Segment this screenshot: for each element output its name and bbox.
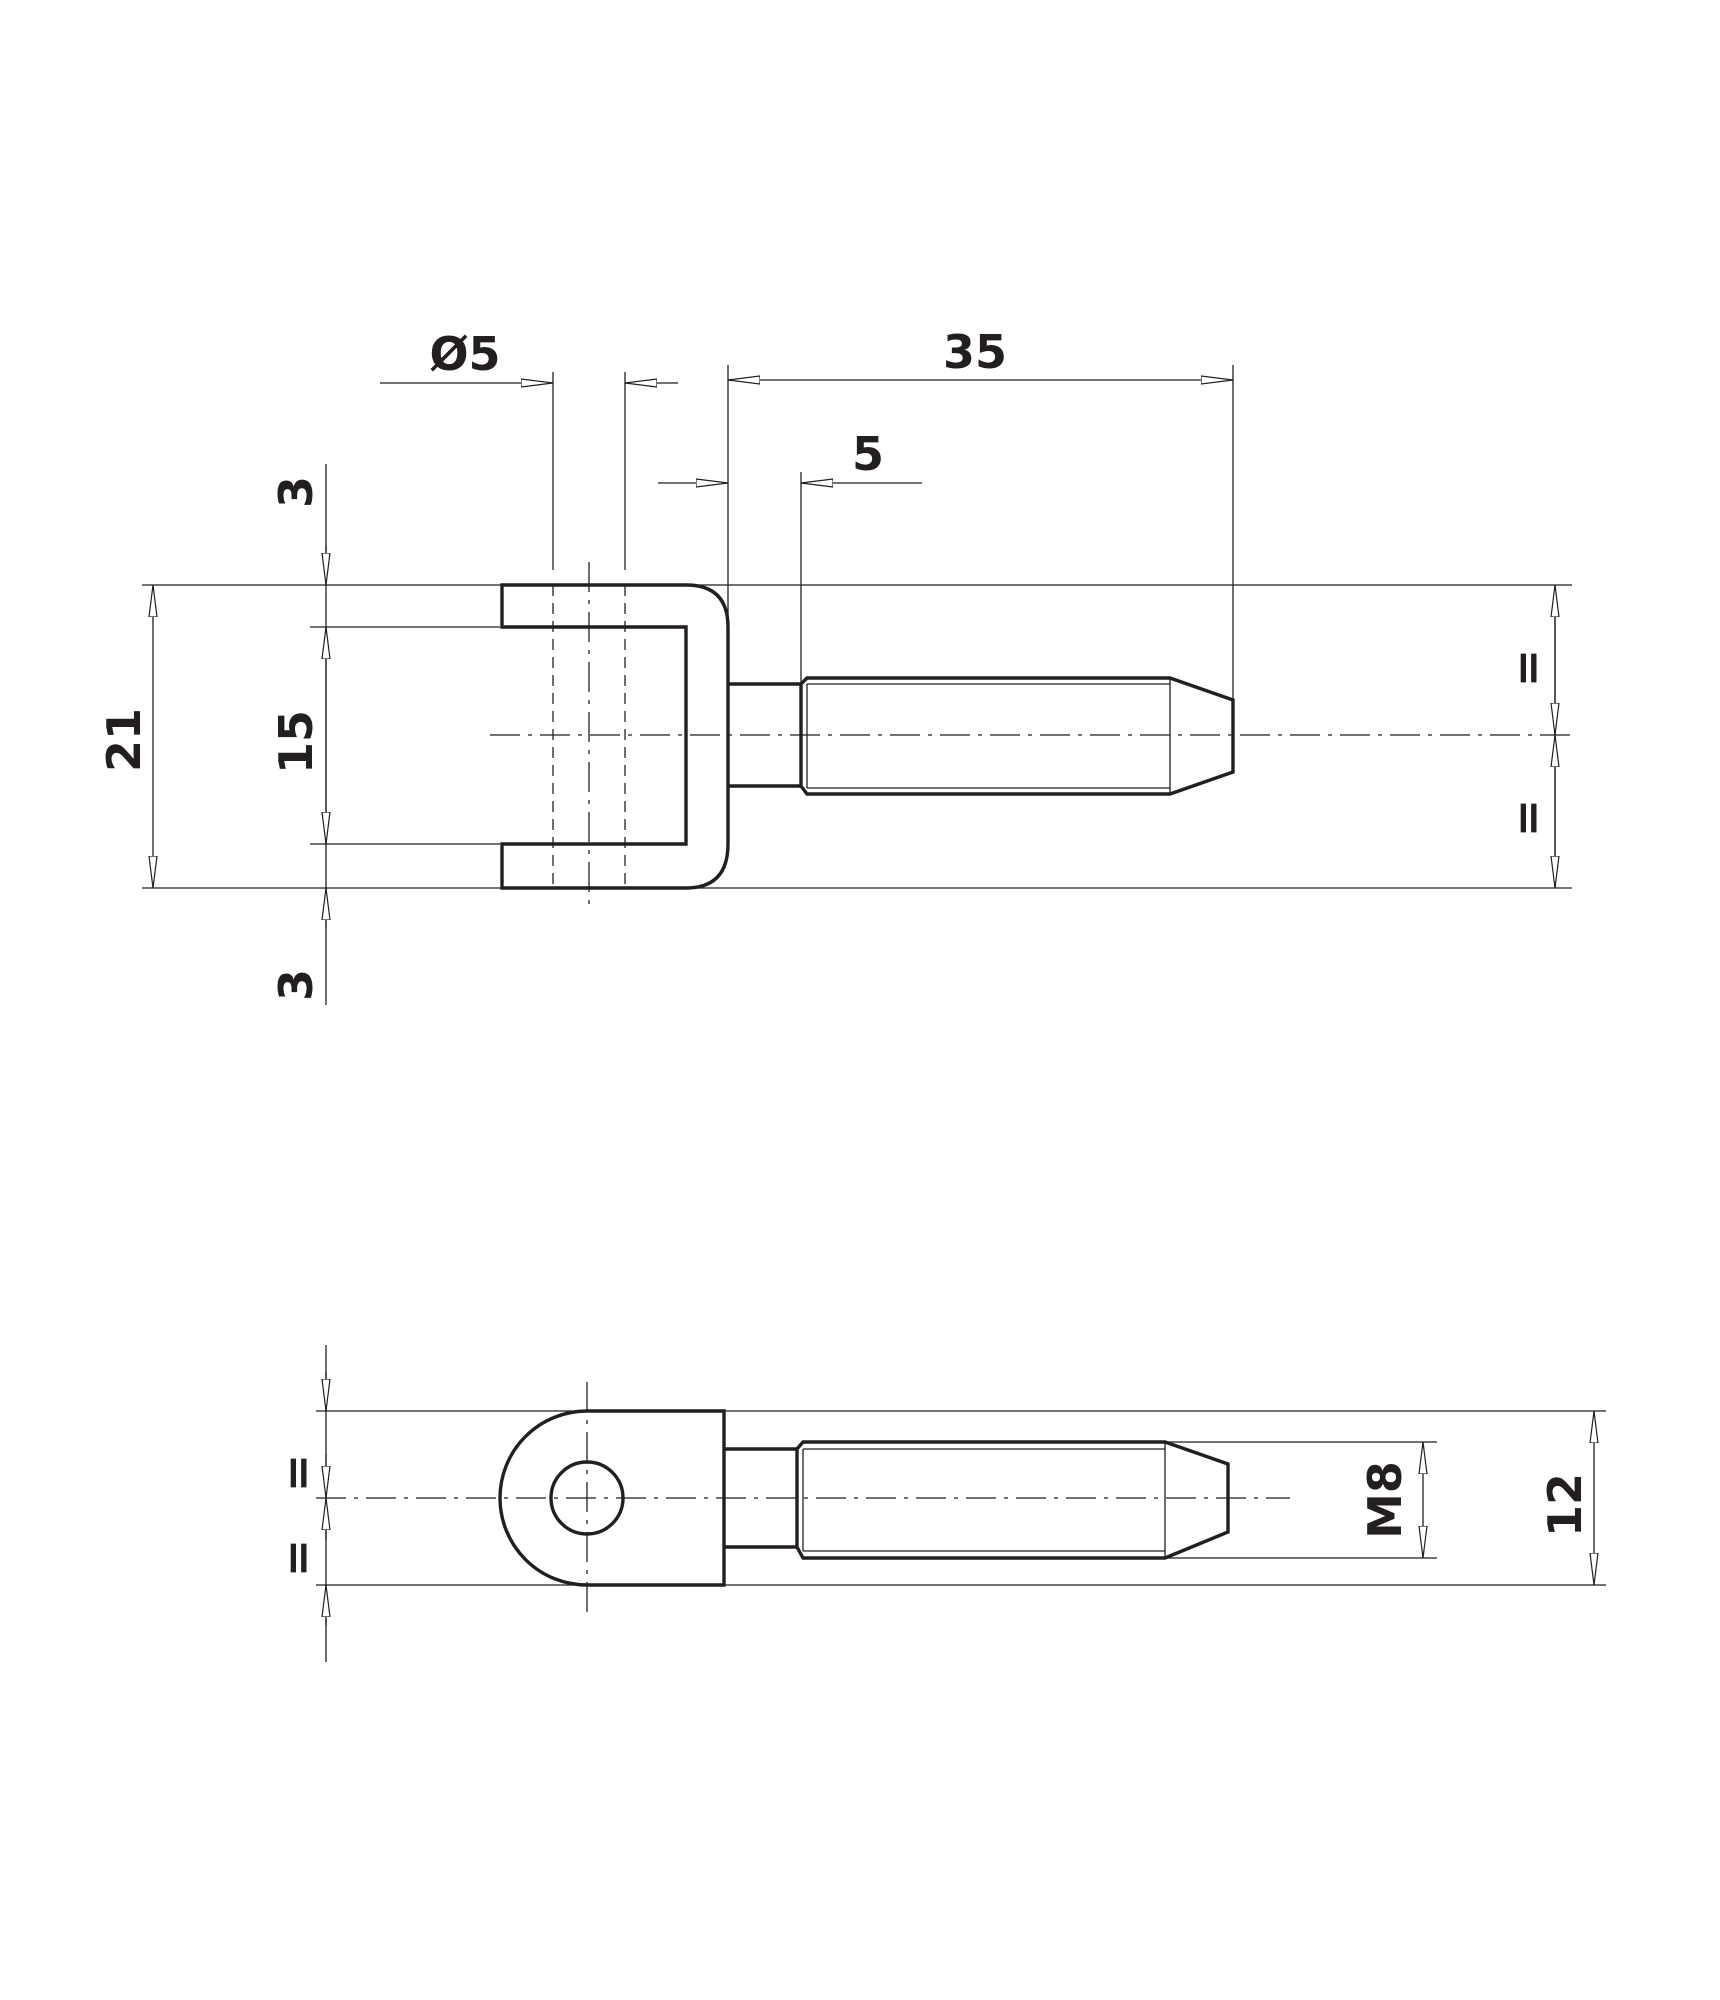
dim-hole-diameter: Ø5 <box>380 327 678 383</box>
side-view: = = M8 12 <box>270 1345 1606 1662</box>
dim-bottom-lug: 3 <box>269 888 326 1001</box>
side-dim-equal-lower-label: = <box>270 1539 324 1578</box>
side-thread-lines <box>802 1442 1166 1558</box>
eye-body-outline <box>498 1409 726 1587</box>
side-dim-equal-upper-label: = <box>270 1454 324 1493</box>
top-view: Ø5 35 5 21 15 3 <box>97 325 1572 1005</box>
eye-pin-hole <box>549 1460 625 1536</box>
threaded-shank-outline <box>799 676 1235 796</box>
dim-hole-diameter-label: Ø5 <box>429 327 500 381</box>
side-view-extension-lines <box>316 1410 1606 1586</box>
dim-slot-width-label: 15 <box>269 710 323 774</box>
clevis-neck <box>728 682 801 788</box>
dim-width: 12 <box>1538 1411 1594 1585</box>
dim-slot-width: 15 <box>269 627 326 844</box>
dim-equal-upper-label: = <box>1500 649 1554 688</box>
dim-neck-length-label: 5 <box>852 427 884 481</box>
dim-bottom-lug-label: 3 <box>269 969 323 1001</box>
side-threaded-shank-outline <box>795 1440 1230 1560</box>
dim-overall-height: 21 <box>97 585 153 888</box>
eye-neck <box>724 1447 797 1549</box>
dim-overall-length-label: 35 <box>943 325 1007 379</box>
dim-thread-label: M8 <box>1358 1461 1412 1539</box>
dim-equal-lower-label: = <box>1500 799 1554 838</box>
dim-equal-split-left: = = <box>270 1345 326 1662</box>
dim-overall-height-label: 21 <box>97 708 151 772</box>
dim-overall-length: 35 <box>728 325 1233 380</box>
clevis-fork-outline <box>500 583 730 890</box>
dim-equal-split-right: = = <box>1500 585 1555 888</box>
dim-top-lug-label: 3 <box>269 476 323 508</box>
thread-lines <box>806 678 1171 794</box>
dim-top-lug: 3 <box>269 476 326 585</box>
dim-width-label: 12 <box>1538 1473 1592 1537</box>
dim-neck-length: 5 <box>658 427 922 483</box>
dim-thread: M8 <box>1358 1442 1423 1558</box>
